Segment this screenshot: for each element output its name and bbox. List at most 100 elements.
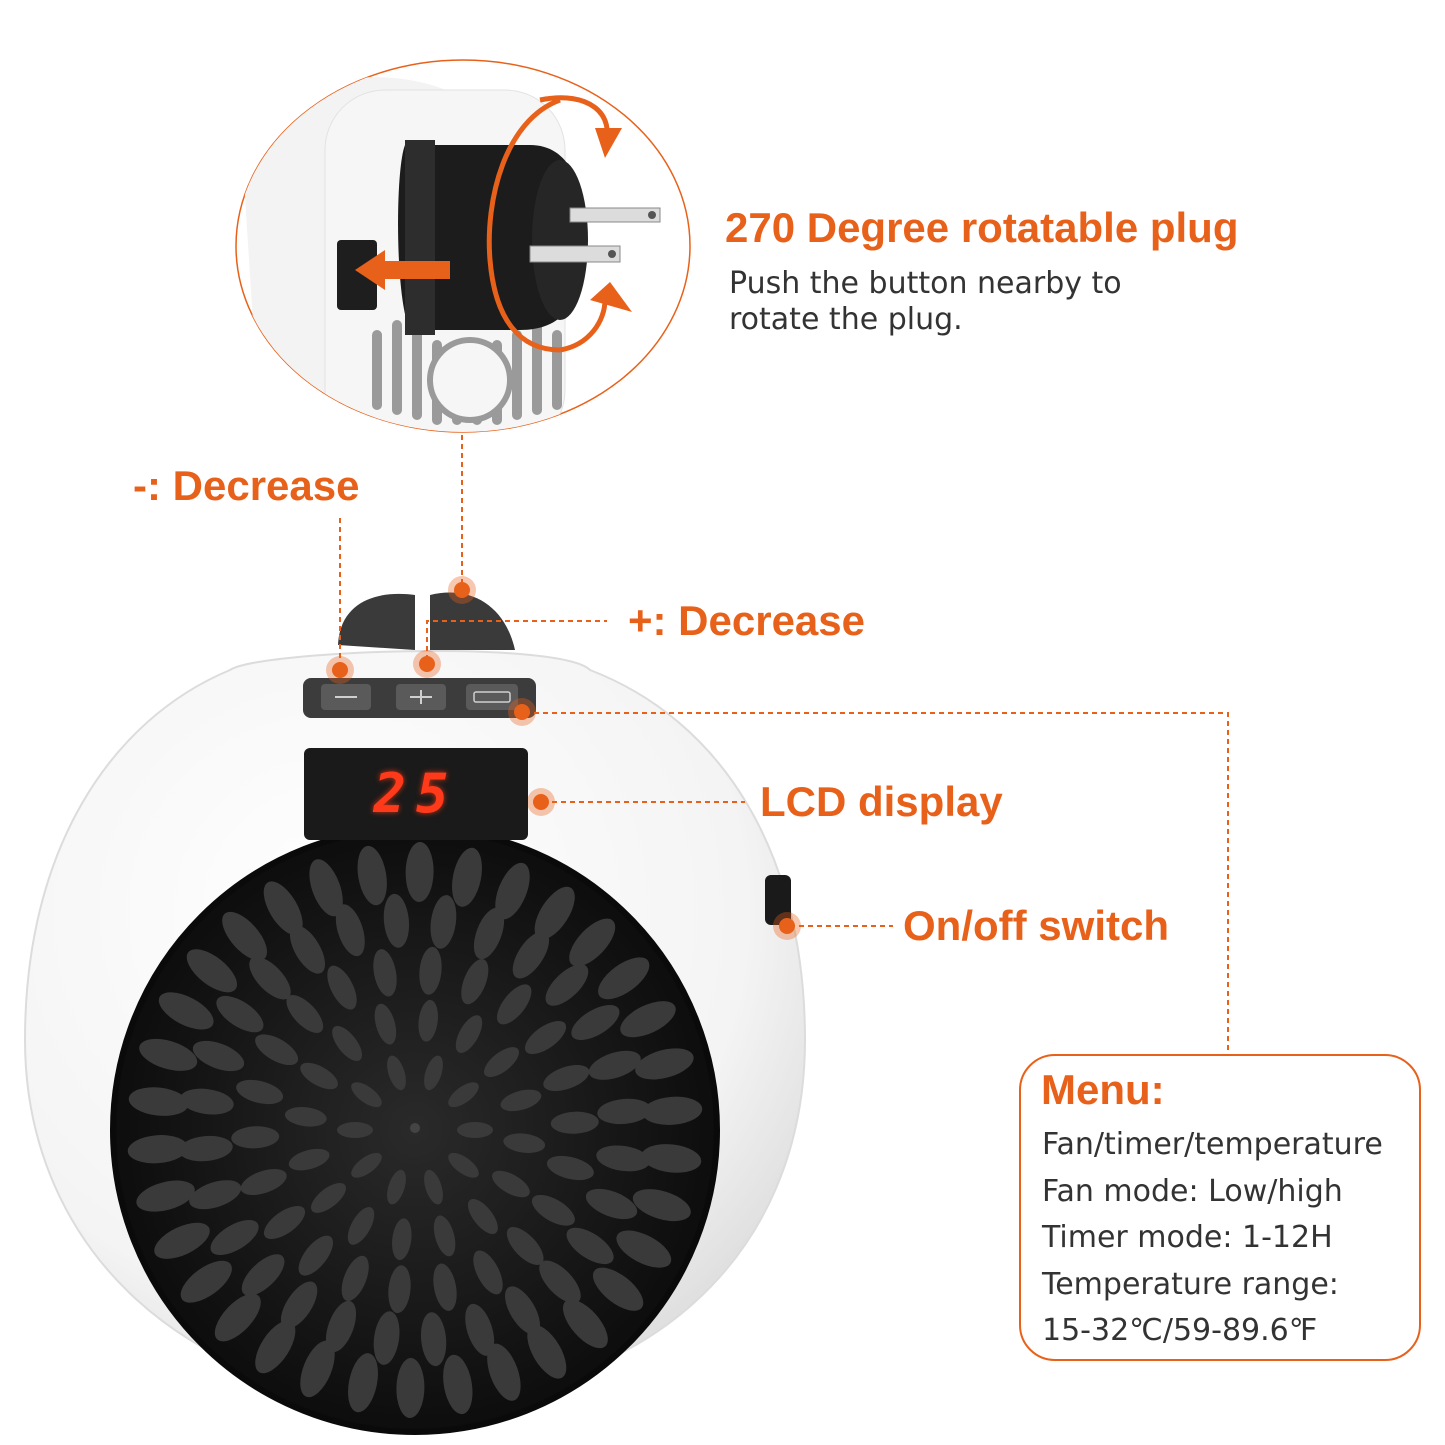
plug-release-button <box>337 240 377 310</box>
grille-slot <box>373 1311 400 1365</box>
grille-slot <box>545 964 589 1006</box>
grille-slot <box>327 965 357 1010</box>
grille-slot <box>192 1040 245 1072</box>
grille-slot <box>512 931 550 979</box>
heater-body <box>23 592 807 1435</box>
grille-slot <box>550 1111 599 1134</box>
grille-slots <box>127 842 703 1418</box>
grille-slot <box>249 956 291 1000</box>
grille-slot <box>420 1312 447 1367</box>
rotate-arrows-icon <box>486 95 632 353</box>
minus-button-label: -: Decrease <box>133 462 360 509</box>
grille-slot <box>300 1062 338 1090</box>
grille-slot <box>214 1293 261 1342</box>
grille-slot <box>222 911 268 961</box>
grille-slot <box>280 1281 318 1329</box>
grille-slot <box>424 1169 443 1205</box>
menu-title: Menu: <box>1041 1066 1165 1113</box>
grille-slot <box>388 1265 411 1314</box>
grille-slot <box>546 1155 594 1181</box>
grille-slot <box>598 957 650 1000</box>
menu-line: Fan mode: Low/high <box>1042 1173 1343 1209</box>
grille-slot <box>461 958 489 1005</box>
grille-slot <box>492 1170 530 1198</box>
grille-slot <box>383 893 410 948</box>
grille-slot <box>443 1354 473 1415</box>
grille-slot <box>396 1358 425 1418</box>
grille-slot <box>524 1020 567 1055</box>
grille-slot <box>632 1189 691 1222</box>
plug-desc-line-2: rotate the plug. <box>729 302 963 337</box>
grille-slot <box>620 1001 676 1038</box>
plug-zoom-view <box>235 59 691 433</box>
grille-slot <box>210 1219 259 1256</box>
grille-slot <box>597 1098 652 1125</box>
grille-slot <box>473 1250 503 1295</box>
grille-slot <box>241 1254 285 1296</box>
grille-slot <box>430 895 457 949</box>
grille-slot <box>310 1182 347 1213</box>
grille-slot <box>325 1300 357 1353</box>
callout-lines <box>339 435 1229 1052</box>
lcd-screen: 25 <box>304 748 528 840</box>
grille-slot <box>504 1286 541 1335</box>
grille-slot <box>255 1320 296 1374</box>
grille-slot <box>255 1034 299 1066</box>
grille-slot <box>433 1263 457 1311</box>
grille-slot <box>635 1048 694 1080</box>
grille-slot <box>178 1135 233 1162</box>
grille-slot <box>351 1082 382 1108</box>
grille-slot <box>387 1169 406 1205</box>
grille-slot <box>487 1343 521 1401</box>
grille-slot <box>588 1050 641 1080</box>
plug-description: Push the button nearby to rotate the plu… <box>729 266 1122 338</box>
grille-slot <box>569 918 616 967</box>
grille-slot <box>483 1047 520 1078</box>
grille-slot <box>351 1152 382 1178</box>
grille-slot <box>543 1064 590 1092</box>
grille-slot <box>592 1267 644 1311</box>
grille-slot <box>240 1168 287 1196</box>
grille-slot <box>500 1089 542 1112</box>
lcd-display-label: LCD display <box>760 778 1003 825</box>
grille-slot <box>506 1227 544 1265</box>
grille-slot <box>424 1055 443 1091</box>
grille-slot <box>392 1218 412 1261</box>
on-off-switch-label: On/off switch <box>903 902 1169 949</box>
menu-details: Fan/timer/temperature Fan mode: Low/high… <box>1042 1122 1383 1355</box>
grille-slot <box>433 1215 456 1257</box>
grille-slot <box>562 1299 608 1349</box>
grille-slot <box>158 992 214 1030</box>
grille-slot <box>236 1079 284 1105</box>
grille-slot <box>128 1087 189 1116</box>
lcd-value: 25 <box>373 762 459 825</box>
grille-slot <box>139 1038 198 1071</box>
grille-slot <box>405 842 434 902</box>
grille-slot <box>335 904 365 957</box>
grille-slot <box>531 1194 575 1226</box>
menu-line: Fan/timer/temperature <box>1042 1127 1383 1162</box>
grille-slot <box>289 925 326 974</box>
grille-slot <box>136 1180 195 1212</box>
grille-slot <box>231 1126 280 1149</box>
menu-line: Temperature range: <box>1042 1266 1339 1302</box>
menu-info-box: Menu: Fan/timer/temperature Fan mode: Lo… <box>1019 1054 1421 1361</box>
grille-slot <box>566 1227 614 1265</box>
grille-slot <box>571 1004 620 1041</box>
grille-slot <box>284 1107 327 1127</box>
grille-slot <box>286 995 324 1033</box>
callout-dot-icon <box>326 576 801 940</box>
grille-slot <box>448 1082 479 1108</box>
grille-slot <box>332 1025 363 1062</box>
grille-slot <box>465 1303 495 1356</box>
grille-slot <box>641 1144 702 1173</box>
menu-line: Timer mode: 1-12H <box>1042 1220 1333 1255</box>
grille-slot <box>539 1260 581 1304</box>
grille-slot <box>527 1325 567 1379</box>
grille-slot <box>186 949 238 993</box>
grille-slot <box>495 862 530 920</box>
grille-slot <box>473 907 505 960</box>
grille-slot <box>503 1133 546 1153</box>
menu-line: 15-32℃/59-89.6℉ <box>1042 1313 1318 1348</box>
